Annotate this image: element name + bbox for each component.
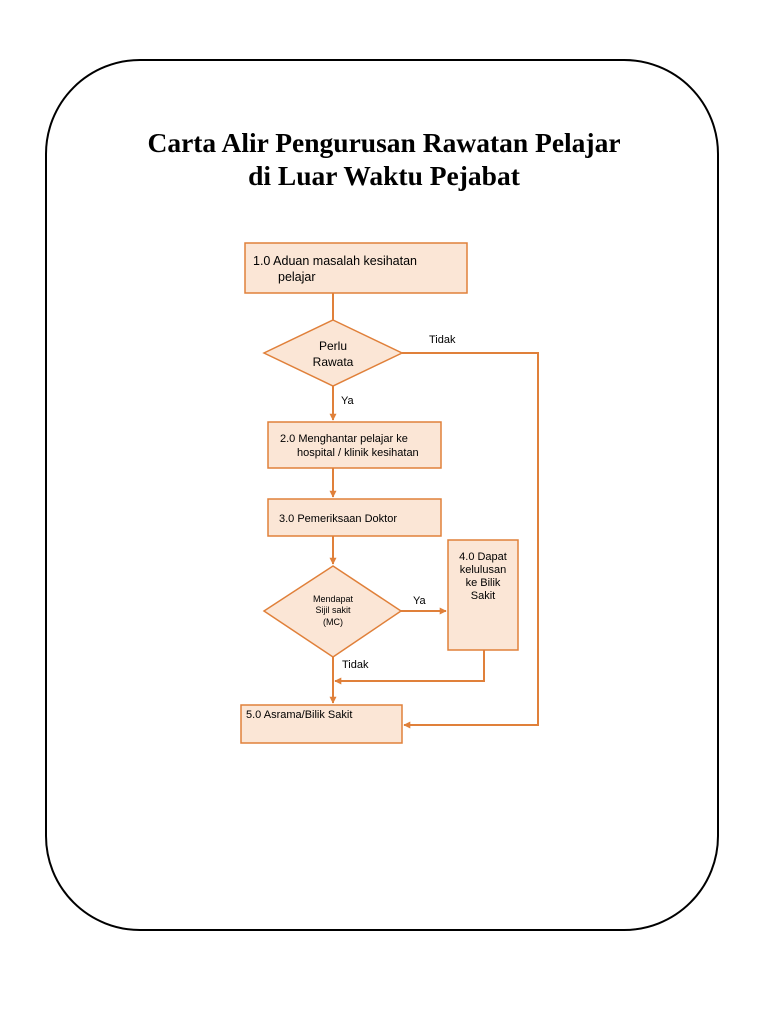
node-decision-2-shape xyxy=(262,565,403,658)
node-3-box xyxy=(267,498,442,537)
node-5-box xyxy=(240,704,403,744)
node-1-label-line-2: pelajar xyxy=(278,270,316,284)
node-4-label-line-3: ke Bilik xyxy=(466,577,501,589)
node-2-label-line-1: 2.0 Menghantar pelajar ke xyxy=(280,433,408,445)
node-2-box xyxy=(267,421,442,469)
node-decision-1-shape xyxy=(262,319,404,387)
node-4-label-line-2: kelulusan xyxy=(460,564,506,576)
edge-label-d2-yes: Ya xyxy=(413,595,427,607)
node-decision-2-label-line-2: Sijil sakit xyxy=(315,605,351,615)
node-decision-2-label-line-3: (MC) xyxy=(323,617,343,627)
node-4-box xyxy=(447,539,519,651)
node-decision-1-label-line-2: Rawata xyxy=(313,355,354,369)
node-3-label: 3.0 Pemeriksaan Doktor xyxy=(279,513,397,525)
node-4-label-line-4: Sakit xyxy=(471,590,495,602)
title-line-1: Carta Alir Pengurusan Rawatan Pelajar xyxy=(147,127,621,158)
node-4-label-line-1: 4.0 Dapat xyxy=(459,551,507,563)
node-decision-2-label-line-1: Mendapat xyxy=(313,594,354,604)
node-2-label-line-2: hospital / klinik kesihatan xyxy=(297,447,419,459)
page-border xyxy=(45,59,719,931)
node-5-label: 5.0 Asrama/Bilik Sakit xyxy=(246,709,352,721)
title-line-2: di Luar Waktu Pejabat xyxy=(248,160,520,191)
edge-label-d1-no: Tidak xyxy=(429,334,456,346)
node-1-label-line-1: 1.0 Aduan masalah kesihatan xyxy=(253,254,417,268)
edge-d1-no xyxy=(402,352,539,729)
node-1-box xyxy=(244,242,468,294)
page-title: Carta Alir Pengurusan Rawatan Pelajar di… xyxy=(100,126,668,192)
node-decision-1-label-line-1: Perlu xyxy=(319,339,347,353)
edge-label-d2-no: Tidak xyxy=(342,659,369,671)
edge-n4-n5 xyxy=(334,650,485,685)
edge-label-d1-yes: Ya xyxy=(341,395,355,407)
